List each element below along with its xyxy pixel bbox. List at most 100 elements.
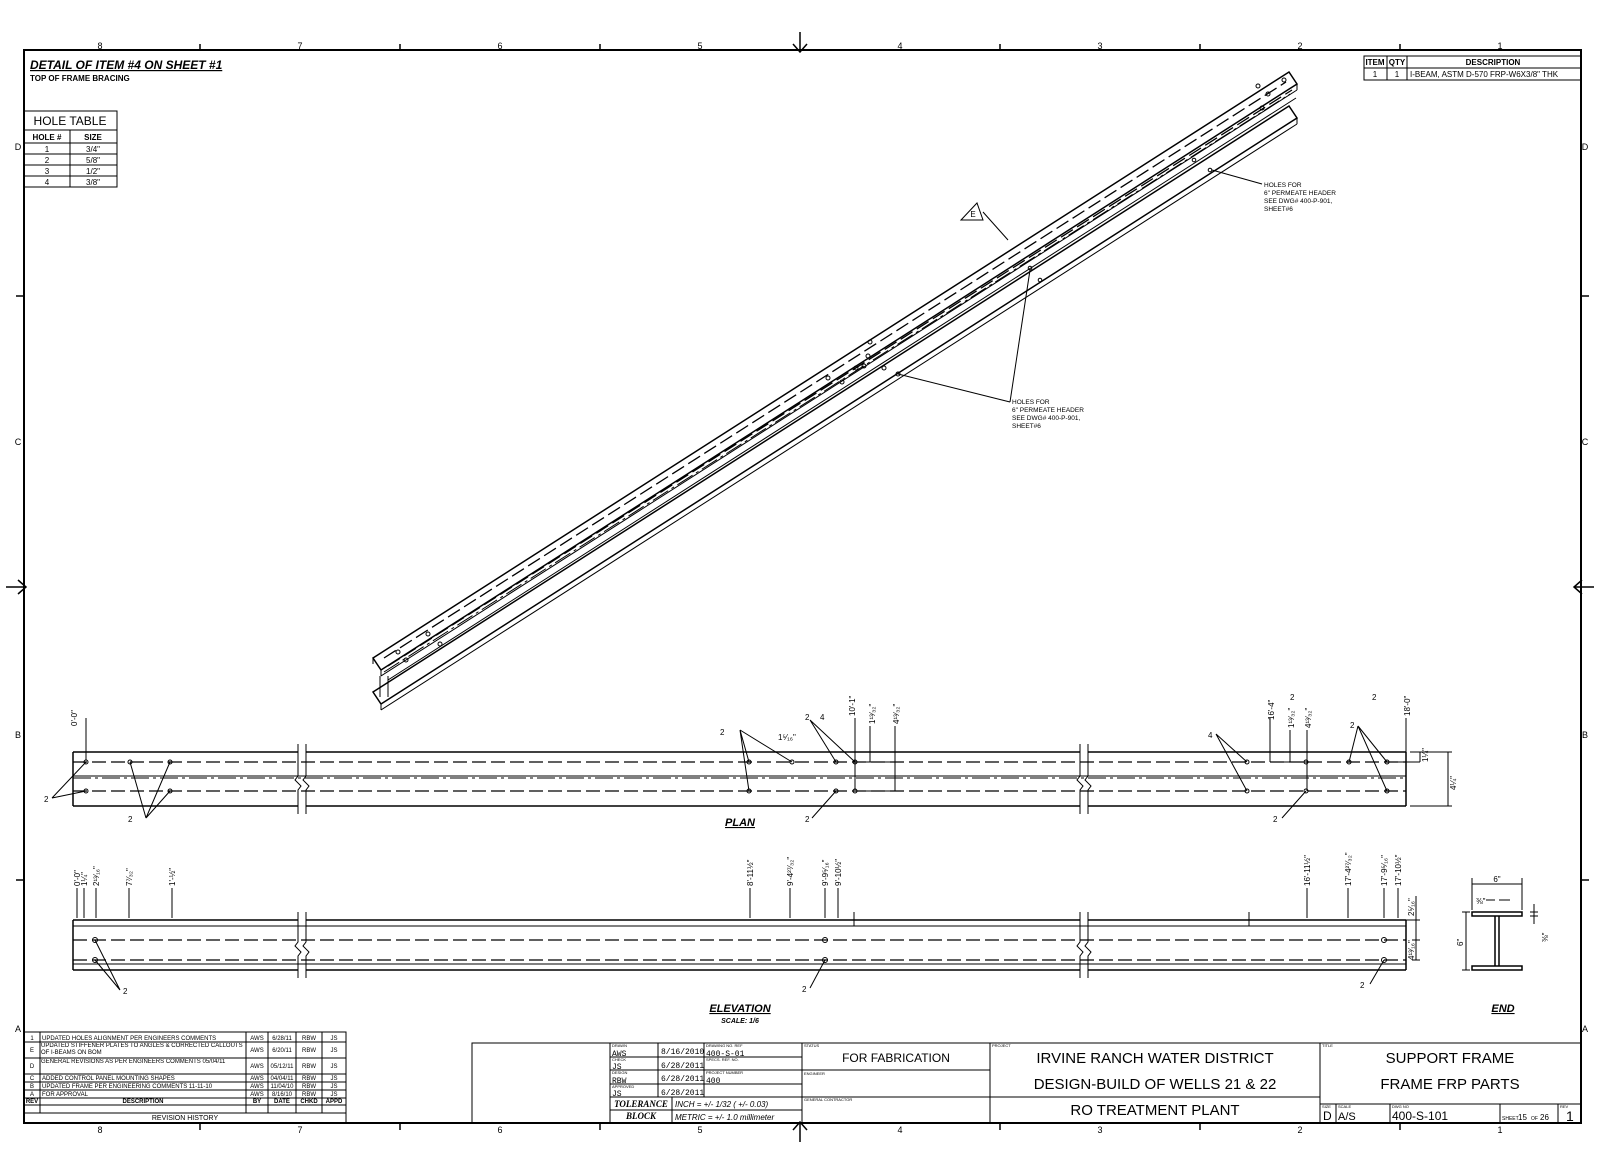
svg-text:2: 2 (1360, 981, 1365, 990)
svg-text:04/04/11: 04/04/11 (271, 1076, 295, 1082)
svg-text:4¹³⁄₃₂": 4¹³⁄₃₂" (1304, 708, 1313, 728)
bom-header: ITEM (1365, 58, 1384, 67)
end-view: 6" 6" ⅜" ⅜" END (1456, 875, 1550, 1015)
sheet-scale: A/S (1338, 1111, 1356, 1123)
svg-text:8/16/10: 8/16/10 (272, 1092, 293, 1098)
row-label: C (1582, 437, 1589, 447)
svg-text:AWS: AWS (250, 1076, 263, 1082)
svg-text:2: 2 (128, 815, 133, 824)
col-label: 6 (497, 41, 502, 51)
svg-text:AWS: AWS (250, 1048, 263, 1054)
hole-table-header: HOLE # (33, 133, 62, 142)
drawing-number: 400-S-101 (1392, 1109, 1448, 1123)
svg-text:SEE DWG# 400-P-901,: SEE DWG# 400-P-901, (1264, 198, 1332, 205)
row-label: D (15, 142, 22, 152)
svg-text:11/04/10: 11/04/10 (271, 1084, 295, 1090)
svg-text:JS: JS (330, 1064, 337, 1070)
svg-text:0'-0": 0'-0" (73, 870, 82, 886)
svg-text:6" PERMEATE HEADER: 6" PERMEATE HEADER (1012, 407, 1084, 414)
svg-text:BY: BY (253, 1099, 261, 1105)
svg-text:DRAWN: DRAWN (612, 1043, 627, 1048)
svg-text:0'-0": 0'-0" (70, 710, 79, 726)
svg-text:HOLES FOR: HOLES FOR (1264, 182, 1302, 189)
end-width: 6" (1493, 875, 1500, 884)
row-labels: D C B A D C B A (15, 142, 1589, 1034)
sheet-number: 15 (1518, 1113, 1527, 1122)
hole-number: 1 (45, 145, 50, 154)
col-label: 2 (1297, 1125, 1302, 1135)
svg-text:JS: JS (330, 1092, 337, 1098)
svg-text:1¼": 1¼" (80, 872, 89, 886)
iso-holes (395, 77, 1287, 663)
svg-text:6/28/11: 6/28/11 (272, 1036, 292, 1042)
svg-text:UPDATED HOLES ALIGNMENT PER EN: UPDATED HOLES ALIGNMENT PER ENGINEERS CO… (42, 1036, 216, 1042)
svg-text:AWS: AWS (612, 1050, 627, 1059)
svg-text:1⁵⁄₁₆": 1⁵⁄₁₆" (778, 733, 796, 742)
svg-text:D: D (30, 1064, 35, 1070)
svg-text:PROJECT NUMBER: PROJECT NUMBER (706, 1070, 743, 1075)
bom-description: I-BEAM, ASTM D-570 FRP-W6X3/8" THK (1410, 70, 1559, 79)
sheet-border (6, 32, 1594, 1142)
svg-text:B: B (30, 1084, 34, 1090)
sheet-size: D (1323, 1109, 1332, 1123)
svg-text:2: 2 (805, 815, 810, 824)
svg-text:SIZE: SIZE (1322, 1104, 1331, 1109)
hole-size: 5/8" (86, 156, 100, 165)
svg-text:4¹³⁄₁₆": 4¹³⁄₁₆" (1407, 940, 1416, 960)
svg-text:JS: JS (612, 1063, 622, 1072)
svg-text:9'-10½": 9'-10½" (834, 859, 843, 886)
col-label: 5 (697, 41, 702, 51)
bom-header: DESCRIPTION (1466, 58, 1521, 67)
svg-text:PROJECT: PROJECT (992, 1043, 1011, 1048)
hole-table-title: HOLE TABLE (34, 114, 107, 128)
svg-text:05/12/11: 05/12/11 (271, 1064, 295, 1070)
col-label: 7 (297, 1125, 302, 1135)
svg-text:9'-4²⁷⁄₃₂": 9'-4²⁷⁄₃₂" (786, 857, 795, 886)
row-label: D (1582, 142, 1589, 152)
col-label: 1 (1497, 1125, 1502, 1135)
svg-text:RBW: RBW (302, 1036, 316, 1042)
isometric-beam-view: E HOLES FOR 6" PERMEATE HEADER SEE DWG# … (371, 70, 1336, 711)
svg-text:1¹³⁄₃₂": 1¹³⁄₃₂" (1287, 708, 1296, 728)
svg-text:TITLE: TITLE (1322, 1043, 1333, 1048)
svg-text:16'-4": 16'-4" (1267, 699, 1276, 720)
svg-text:RBW: RBW (612, 1077, 627, 1086)
plan-label: PLAN (725, 817, 756, 829)
svg-text:2: 2 (1350, 721, 1355, 730)
svg-text:7⁷⁄₃₂": 7⁷⁄₃₂" (125, 868, 134, 886)
svg-text:DRAWING NO. REF: DRAWING NO. REF (706, 1043, 743, 1048)
col-label: 3 (1097, 1125, 1102, 1135)
svg-text:17'-9⁵⁄₁₆": 17'-9⁵⁄₁₆" (1380, 855, 1389, 886)
svg-text:2: 2 (802, 985, 807, 994)
elevation-scale: SCALE: 1/6 (721, 1018, 759, 1025)
elevation-label: ELEVATION (709, 1003, 771, 1015)
project-line-1: IRVINE RANCH WATER DISTRICT (1036, 1050, 1273, 1067)
col-label: 8 (97, 1125, 102, 1135)
bom-qty: 1 (1395, 70, 1400, 79)
col-label: 4 (897, 41, 902, 51)
elevation-holes (92, 937, 1387, 963)
hole-number: 4 (45, 178, 50, 187)
svg-text:RBW: RBW (302, 1076, 316, 1082)
svg-text:17'-10½": 17'-10½" (1394, 854, 1403, 886)
svg-text:METRIC = +/- 1.0 millimeter: METRIC = +/- 1.0 millimeter (675, 1113, 774, 1122)
bill-of-materials: ITEM QTY DESCRIPTION 1 1 I-BEAM, ASTM D-… (1363, 55, 1582, 81)
col-label: 7 (297, 41, 302, 51)
revision-history-label: REVISION HISTORY (152, 1115, 219, 1122)
svg-text:DESIGN: DESIGN (612, 1070, 627, 1075)
revision-number: 1 (1566, 1108, 1574, 1124)
end-height: 6" (1456, 939, 1465, 946)
svg-text:JS: JS (330, 1076, 337, 1082)
bom-header: QTY (1389, 58, 1406, 67)
svg-text:4¼": 4¼" (1449, 776, 1458, 790)
hole-size: 3/4" (86, 145, 100, 154)
hole-size: 1/2" (86, 167, 100, 176)
svg-text:SPECS. REF. NO.: SPECS. REF. NO. (706, 1057, 739, 1062)
sheet-total: 26 (1540, 1113, 1549, 1122)
svg-text:6/20/11: 6/20/11 (272, 1048, 292, 1054)
svg-text:E: E (30, 1048, 34, 1054)
svg-text:CHECK: CHECK (612, 1057, 626, 1062)
svg-text:1¹³⁄₃₂": 1¹³⁄₃₂" (868, 704, 877, 724)
svg-text:JS: JS (330, 1084, 337, 1090)
